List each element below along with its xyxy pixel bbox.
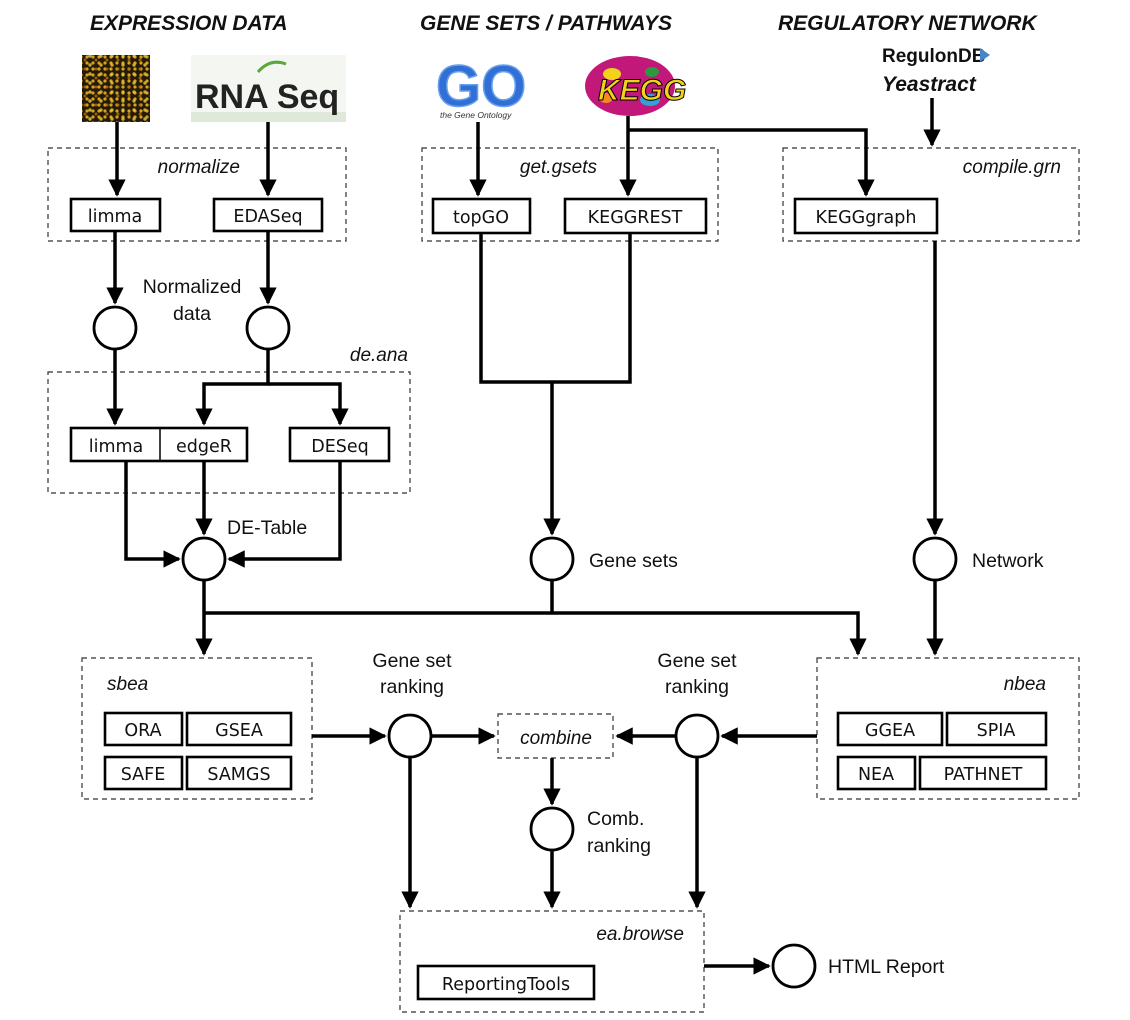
edge-detable-nbea (204, 611, 867, 656)
keggrest-tool: KEGGREST (563, 197, 708, 235)
sbea-label: sbea (107, 674, 148, 695)
ggea-tool-label: GGEA (865, 721, 915, 741)
normalized-data-node-left (92, 305, 138, 351)
get-gsets-group (421, 147, 719, 242)
edge-kegg-kegggraph (628, 128, 875, 197)
ora-tool-label: ORA (124, 721, 161, 741)
topgo-tool-label: topGO (453, 208, 509, 228)
ea-browse-group (399, 910, 705, 1013)
keggrest-tool-label: KEGGREST (588, 208, 683, 228)
go-logo-caption: the Gene Ontology (440, 110, 512, 120)
pathnet-tool-label: PATHNET (944, 765, 1023, 785)
samgs-tool: SAMGS (185, 755, 293, 791)
regulondb-logo-text: RegulonDB (882, 46, 985, 67)
gene-set-ranking-node-right (674, 713, 720, 759)
normalized-data-node-right (245, 305, 291, 351)
expression-data-header: EXPRESSION DATA (90, 12, 288, 35)
combine-box (497, 713, 614, 759)
go-logo-letters: GO (436, 54, 526, 119)
nea-tool: NEA (836, 755, 917, 791)
regulondb-logo: RegulonDB (882, 46, 990, 67)
nea-tool-label: NEA (858, 765, 894, 785)
edge-normalized-deseq (268, 382, 349, 426)
ggea-tool: GGEA (836, 711, 944, 747)
gene-sets-pathways-header: GENE SETS / PATHWAYS (420, 12, 672, 35)
safe-tool-label: SAFE (121, 765, 166, 785)
topgo-tool: topGO (431, 197, 532, 235)
edaseq-tool-label: EDASeq (233, 207, 302, 227)
de-table-node (181, 536, 227, 582)
safe-tool: SAFE (103, 755, 184, 791)
yeastract-logo: Yeastract (882, 73, 977, 96)
edge-limma-detable (124, 461, 181, 568)
gene-sets-label: Gene sets (589, 550, 678, 572)
html-report-label: HTML Report (828, 956, 945, 978)
regulatory-network-header: REGULATORY NETWORK (778, 12, 1038, 35)
edge-gsets-merge (479, 233, 632, 384)
normalized-data-label-line2: data (173, 303, 211, 325)
microarray-image (82, 55, 150, 122)
limma-edger-tool: limma edgeR (69, 426, 249, 463)
reportingtools-tool: ReportingTools (416, 964, 596, 1001)
de-ana-label: de.ana (350, 345, 408, 366)
rnaseq-logo: RNA Seq (191, 55, 346, 122)
edges (106, 98, 944, 975)
pathnet-tool: PATHNET (918, 755, 1048, 791)
de-ana-group (47, 371, 411, 494)
edge-normalized-edger (195, 349, 270, 426)
kegg-logo: KEGG (585, 56, 687, 116)
rnaseq-logo-text: RNA Seq (195, 78, 339, 116)
network-label: Network (972, 550, 1044, 572)
get-gsets-label: get.gsets (520, 157, 598, 178)
de-table-label: DE-Table (227, 517, 307, 539)
gsea-tool: GSEA (185, 711, 293, 747)
html-report-node (771, 943, 817, 989)
kegggraph-tool: KEGGgraph (793, 197, 939, 235)
compile-grn-label: compile.grn (963, 157, 1061, 178)
normalize-label: normalize (158, 157, 240, 178)
compile-grn-group (782, 147, 1080, 242)
gene-set-ranking-left-line1: Gene set (372, 650, 452, 672)
ora-tool: ORA (103, 711, 184, 747)
combined-ranking-label-line2: ranking (587, 835, 651, 857)
limma-tool: limma (69, 197, 162, 233)
network-node (912, 536, 958, 582)
gene-ontology-logo: GO the Gene Ontology (435, 53, 527, 120)
combine-label: combine (520, 728, 592, 749)
nbea-group (816, 657, 1080, 800)
deseq-tool-label: DESeq (311, 437, 369, 457)
edger-label: edgeR (176, 437, 232, 457)
kegg-logo-text: KEGG (598, 74, 686, 107)
ea-browse-label: ea.browse (596, 924, 684, 945)
combined-ranking-label-line1: Comb. (587, 808, 644, 830)
gene-set-ranking-right-line2: ranking (665, 676, 729, 698)
deseq-tool: DESeq (288, 426, 391, 463)
gene-sets-node (529, 536, 575, 582)
gene-set-ranking-left-line2: ranking (380, 676, 444, 698)
edge-deseq-detable (227, 461, 342, 568)
gene-set-ranking-node-left (387, 713, 433, 759)
normalized-data-label-line1: Normalized (143, 276, 242, 298)
normalize-group (47, 147, 347, 242)
combined-ranking-node (529, 806, 575, 852)
sbea-group (81, 657, 313, 800)
limma-tool-label: limma (88, 207, 143, 227)
samgs-tool-label: SAMGS (207, 765, 270, 785)
spia-tool: SPIA (945, 711, 1048, 747)
kegggraph-tool-label: KEGGgraph (816, 208, 917, 228)
edaseq-tool: EDASeq (212, 197, 324, 233)
nbea-label: nbea (1004, 674, 1046, 695)
gene-set-ranking-right-line1: Gene set (657, 650, 737, 672)
limma-de-label: limma (89, 437, 144, 457)
spia-tool-label: SPIA (977, 721, 1016, 741)
gsea-tool-label: GSEA (215, 721, 263, 741)
reportingtools-tool-label: ReportingTools (442, 975, 570, 995)
